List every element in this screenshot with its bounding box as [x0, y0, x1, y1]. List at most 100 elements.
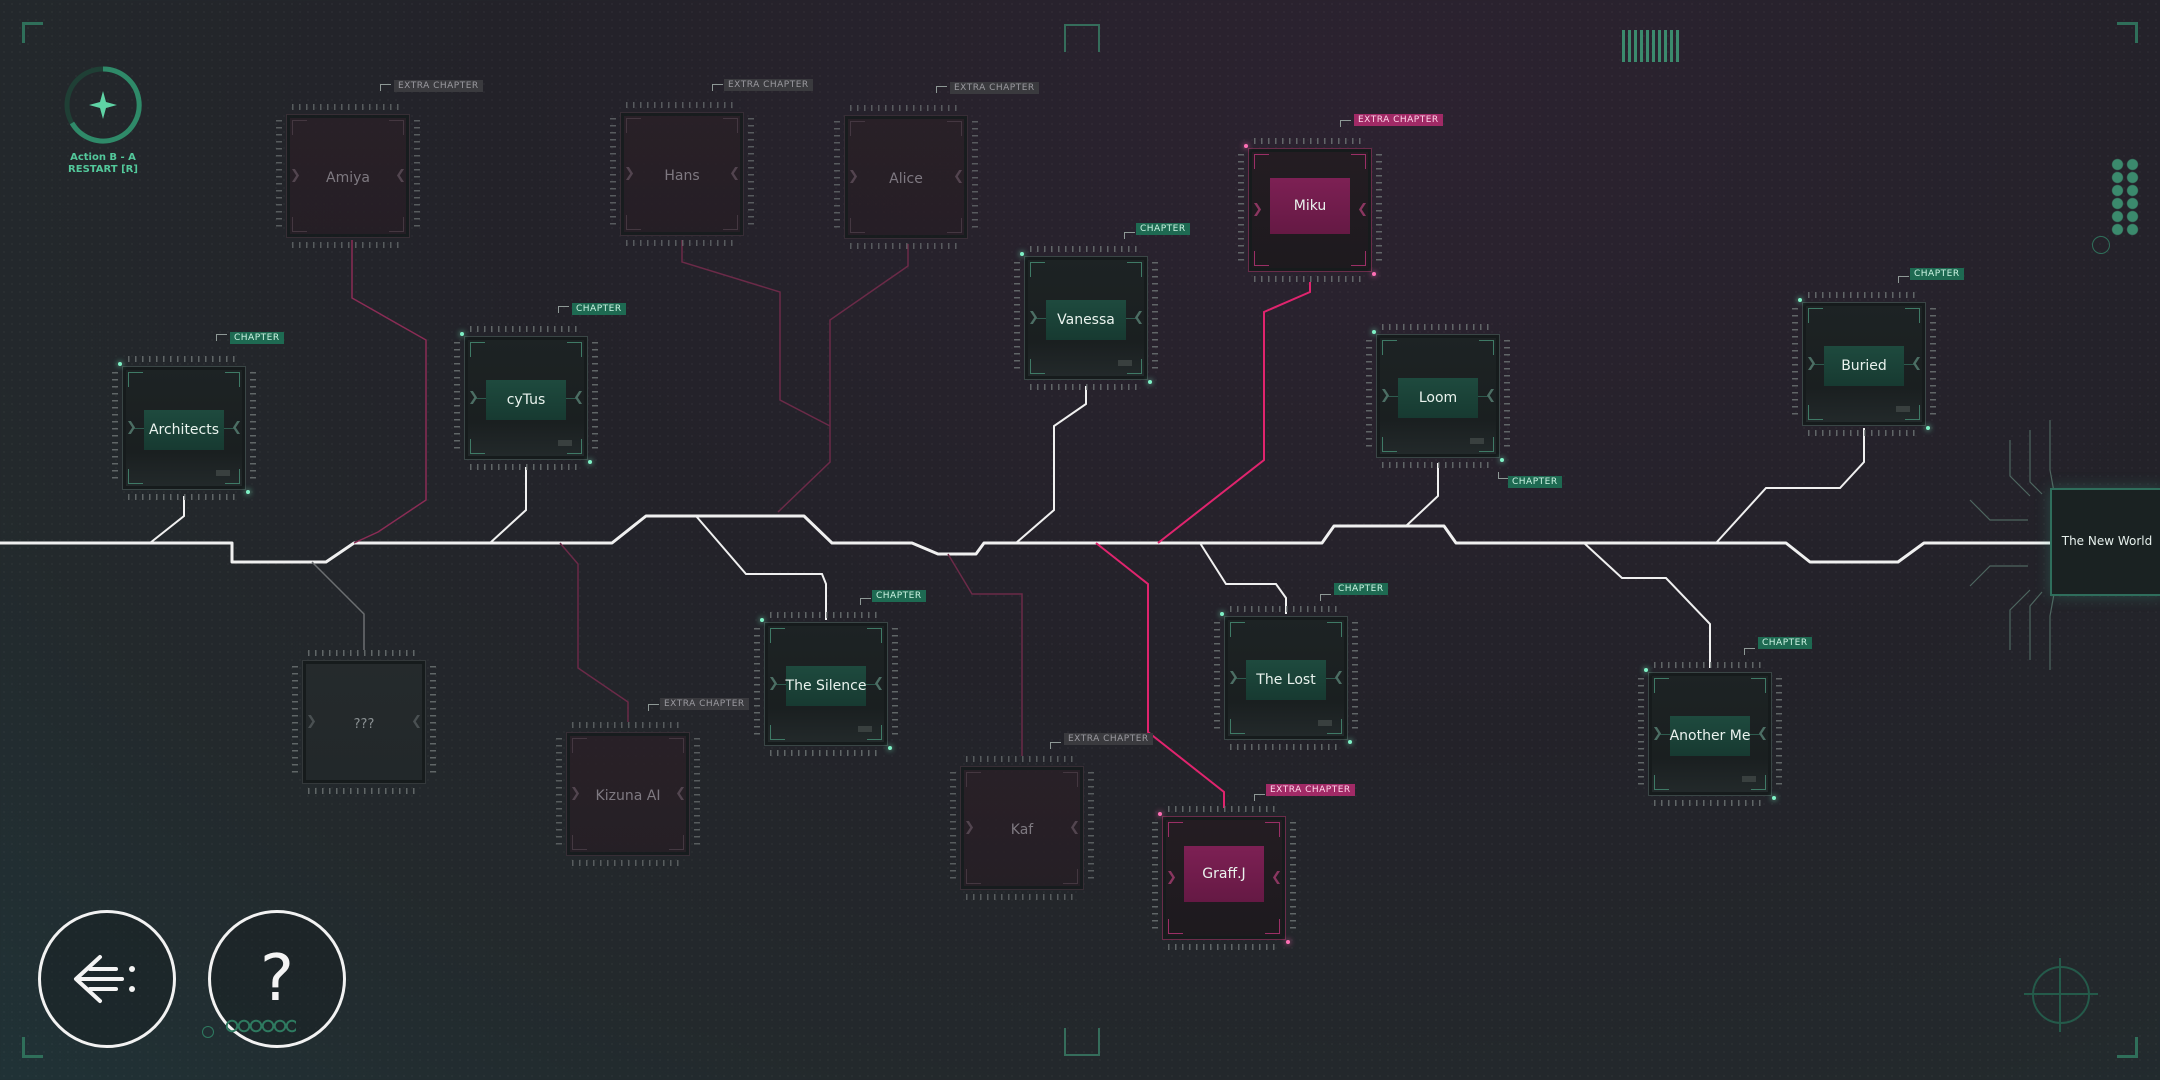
chapter-chip-kizuna[interactable]: Kizuna AI ❯❮ — [556, 722, 700, 866]
bottom-center-bracket — [1064, 1028, 1100, 1056]
chapter-label: The Lost — [1246, 660, 1326, 700]
tag-hook — [216, 334, 227, 341]
indicator-dots-icon — [2110, 158, 2140, 236]
chapter-label: Miku — [1270, 178, 1350, 234]
back-arrow-icon — [74, 955, 135, 1003]
wire-architects — [149, 496, 185, 544]
tag-hook — [712, 84, 723, 91]
chapter-tag: CHAPTER — [1508, 476, 1562, 488]
final-chapter-label: The New World — [2061, 534, 2153, 548]
tag-hook — [1340, 120, 1351, 127]
chapter-label: The Silence — [786, 666, 866, 706]
chapter-label: Buried — [1824, 346, 1904, 386]
wire-miku — [1157, 282, 1311, 544]
chapter-label: Loom — [1398, 378, 1478, 418]
chapter-chip-loom[interactable]: Loom ❯❮ — [1366, 324, 1510, 468]
wire-alice — [777, 244, 909, 513]
wire-loom — [1405, 463, 1439, 527]
chapter-label: Another Me — [1670, 716, 1750, 756]
chapter-chip-vanessa[interactable]: Vanessa ❯❮ — [1014, 246, 1158, 390]
chapter-tag: CHAPTER — [1334, 583, 1388, 595]
chapter-chip-graff[interactable]: Graff.J ❯❮ — [1152, 806, 1296, 950]
corner-bracket-tl — [22, 22, 43, 43]
chapter-chip-miku[interactable]: Miku ❯❮ — [1238, 138, 1382, 282]
chapter-tag: EXTRA CHAPTER — [1266, 784, 1355, 796]
chapter-label: Vanessa — [1046, 300, 1126, 340]
chapter-label: Kizuna AI — [595, 788, 661, 804]
back-button[interactable] — [38, 910, 176, 1048]
chapter-tag: EXTRA CHAPTER — [950, 82, 1039, 94]
chapter-label: ??? — [353, 716, 375, 732]
chapter-chip-kaf[interactable]: Kaf ❯❮ — [950, 756, 1094, 900]
chapter-chip-architects[interactable]: Architects ❯❮ — [112, 356, 256, 500]
tag-hook — [1254, 794, 1265, 801]
wire-graff — [1095, 542, 1225, 808]
chapter-label: Kaf — [1010, 822, 1034, 838]
chapter-label: Amiya — [326, 170, 370, 186]
chapter-tag: CHAPTER — [572, 303, 626, 315]
wire-cytus — [489, 467, 527, 544]
wire-kizuna — [559, 542, 629, 722]
small-crosshair-icon — [202, 1026, 214, 1038]
wire-kaf — [947, 553, 1023, 756]
chapter-chip-hans[interactable]: Hans ❯❮ — [610, 102, 754, 246]
wire-buried — [1715, 428, 1865, 544]
tag-hook — [1320, 594, 1331, 601]
wire-unknown — [311, 561, 365, 650]
barcode-icon — [1622, 30, 1680, 62]
corner-bracket-bl — [22, 1037, 43, 1058]
chapter-tag: CHAPTER — [230, 332, 284, 344]
tag-hook — [380, 84, 391, 91]
tag-hook — [1050, 742, 1061, 749]
tag-hook — [860, 598, 871, 605]
chapter-label: Architects — [144, 410, 224, 450]
chapter-tag: EXTRA CHAPTER — [394, 80, 483, 92]
chapter-chip-anotherme[interactable]: Another Me ❯❮ — [1638, 662, 1782, 806]
help-label: ? — [260, 942, 294, 1016]
tag-hook — [1744, 648, 1755, 655]
chapter-tag: EXTRA CHAPTER — [724, 79, 813, 91]
chapter-chip-alice[interactable]: Alice ❯❮ — [834, 105, 978, 249]
chapter-tag: CHAPTER — [1136, 223, 1190, 235]
chapter-chip-amiya[interactable]: Amiya ❯❮ — [276, 104, 420, 248]
wire-amiya — [351, 240, 427, 544]
corner-bracket-br — [2117, 1037, 2138, 1058]
tag-hook — [648, 704, 659, 711]
chapter-chip-cytus[interactable]: cyTus ❯❮ — [454, 326, 598, 470]
chapter-tag: CHAPTER — [872, 590, 926, 602]
wire-hans — [681, 240, 831, 427]
chapter-tag: CHAPTER — [1758, 637, 1812, 649]
main-trace — [0, 514, 2050, 564]
tag-hook — [936, 86, 947, 93]
wire-lost — [1199, 542, 1287, 614]
final-chapter-the-new-world[interactable]: The New World — [2050, 488, 2160, 596]
chapter-label: Alice — [889, 171, 923, 187]
tag-hook — [1124, 232, 1135, 239]
tag-hook — [1898, 276, 1909, 283]
chapter-tag: EXTRA CHAPTER — [1064, 733, 1153, 745]
final-node-pins — [1969, 420, 2055, 670]
restart-hint[interactable]: RESTART [R] — [68, 164, 138, 175]
tag-hook — [558, 306, 569, 313]
chapter-tag: EXTRA CHAPTER — [1354, 114, 1443, 126]
action-hint: Action B - A — [70, 152, 136, 163]
wire-vanessa — [1015, 386, 1087, 544]
chapter-label: Graff.J — [1184, 846, 1264, 902]
chapter-chip-silence[interactable]: The Silence ❯❮ — [754, 612, 898, 756]
corner-bracket-tr — [2117, 22, 2138, 43]
chapter-chip-buried[interactable]: Buried ❯❮ — [1792, 292, 1936, 436]
chapter-tag: CHAPTER — [1910, 268, 1964, 280]
chapter-chip-lost[interactable]: The Lost ❯❮ — [1214, 606, 1358, 750]
wire-anotherme — [1583, 542, 1711, 668]
page-dots-icon — [226, 1018, 296, 1034]
crosshair-icon-small — [2092, 236, 2110, 254]
chapter-label: cyTus — [486, 380, 566, 420]
chapter-label: Hans — [664, 168, 700, 184]
chapter-chip-unknown[interactable]: ??? ❯❮ — [292, 650, 436, 794]
wire-silence — [695, 515, 827, 620]
chapter-tag: EXTRA CHAPTER — [660, 698, 749, 710]
top-center-bracket — [1064, 24, 1100, 52]
restart-progress-ring — [64, 66, 142, 144]
crosshair-icon — [2024, 958, 2098, 1032]
